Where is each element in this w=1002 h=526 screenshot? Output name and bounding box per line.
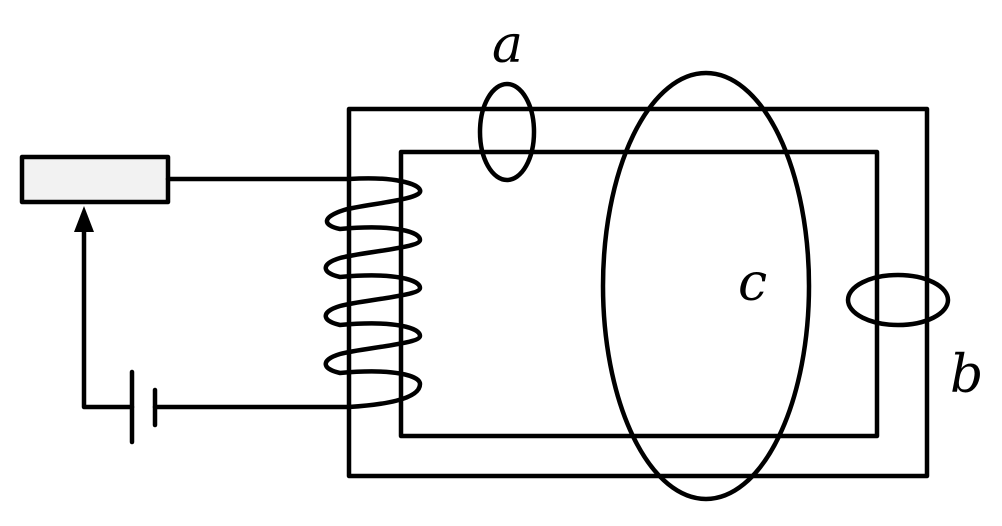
loop-a bbox=[477, 81, 537, 183]
core-inner-edge bbox=[398, 149, 880, 439]
label-a: a bbox=[492, 15, 523, 75]
rheostat-slider-arrowhead bbox=[74, 206, 94, 232]
label-c: c bbox=[738, 253, 767, 313]
label-b: b bbox=[950, 345, 983, 405]
rheostat bbox=[19, 154, 171, 205]
core-outer-edge bbox=[346, 106, 930, 479]
rheostat-slider-wire bbox=[81, 225, 135, 410]
battery bbox=[129, 369, 158, 445]
loop-c bbox=[600, 70, 812, 502]
loop-b bbox=[845, 272, 951, 328]
iron-core bbox=[346, 106, 930, 479]
coil-winding bbox=[323, 176, 423, 410]
